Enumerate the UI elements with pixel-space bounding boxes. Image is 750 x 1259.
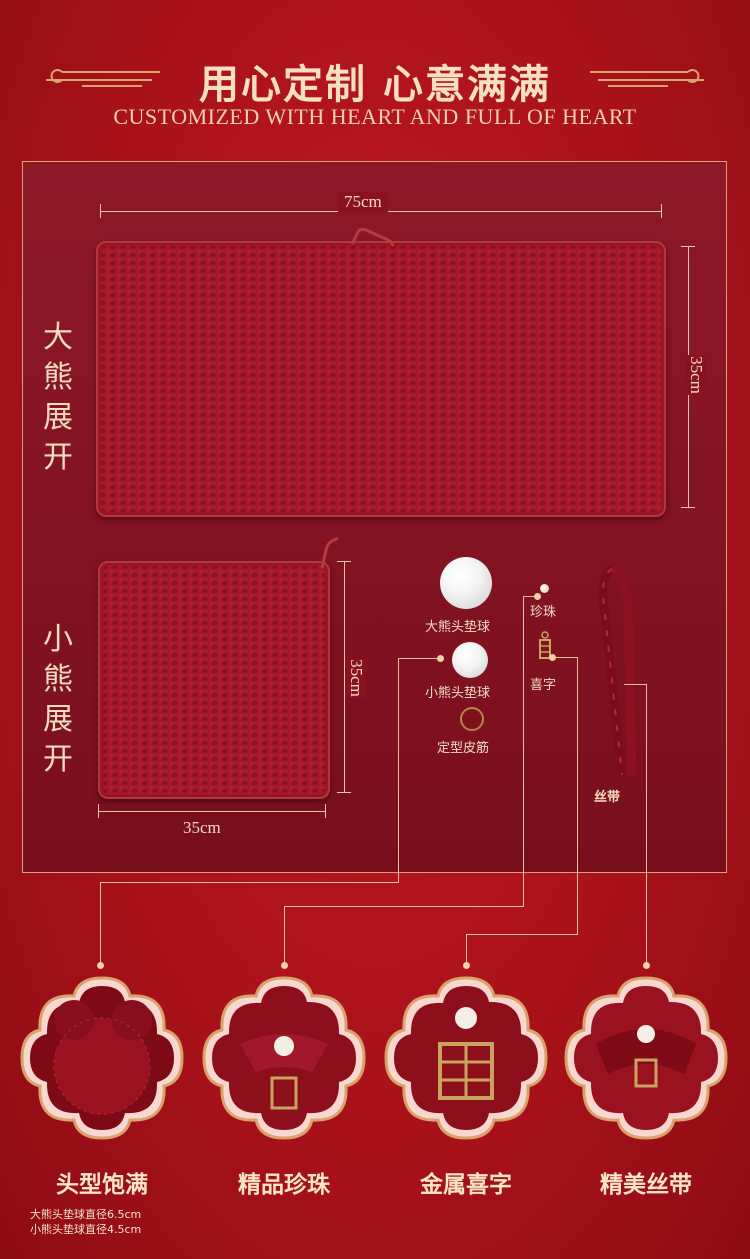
rubber-band-image [460,707,484,731]
page-subtitle: CUSTOMIZED WITH HEART AND FULL OF HEART [113,104,637,129]
large-ball-label: 大熊头垫球 [425,620,491,635]
small-height-label: 35cm [346,658,366,698]
hanging-loop-icon [350,227,394,247]
pearl-image [540,584,549,593]
feature-image-ribbon [564,976,728,1140]
large-towel-image [96,241,666,517]
small-ball-label: 小熊头垫球 [425,686,491,701]
large-bear-label: 大 熊 展 开 [43,320,73,475]
small-towel-image [98,561,330,799]
feature-image-xi [384,976,548,1140]
small-width-label: 35cm [183,818,221,837]
rubber-band-label: 定型皮筋 [437,741,490,756]
cloud-ornament-right-icon [590,69,704,87]
page-title: 用心定制 心意满满 [199,61,551,108]
xi-charm-icon [539,631,551,659]
pearl-label: 珍珠 [530,605,557,620]
small-hanging-loop-icon [320,536,339,569]
feature-title-ribbon: 精美丝带 [600,1172,692,1198]
feature-image-head [20,976,184,1140]
large-height-label: 35cm [686,355,706,395]
large-width-label: 75cm [338,192,388,212]
feature-image-pearl [202,976,366,1140]
large-ball-note: 大熊头垫球直径6.5cm [30,1208,142,1221]
ribbon-label: 丝带 [594,790,621,805]
cloud-ornament-left-icon [46,69,160,87]
xi-char-label: 喜字 [530,678,557,693]
feature-title-pearl: 精品珍珠 [238,1172,330,1198]
small-bear-label: 小 熊 展 开 [43,622,73,777]
ribbon-image [598,565,637,776]
small-ball-image [452,642,488,678]
feature-title-xi: 金属喜字 [420,1172,512,1198]
small-ball-note: 小熊头垫球直径4.5cm [30,1223,142,1236]
large-ball-image [440,557,492,609]
feature-title-head: 头型饱满 [56,1172,148,1198]
